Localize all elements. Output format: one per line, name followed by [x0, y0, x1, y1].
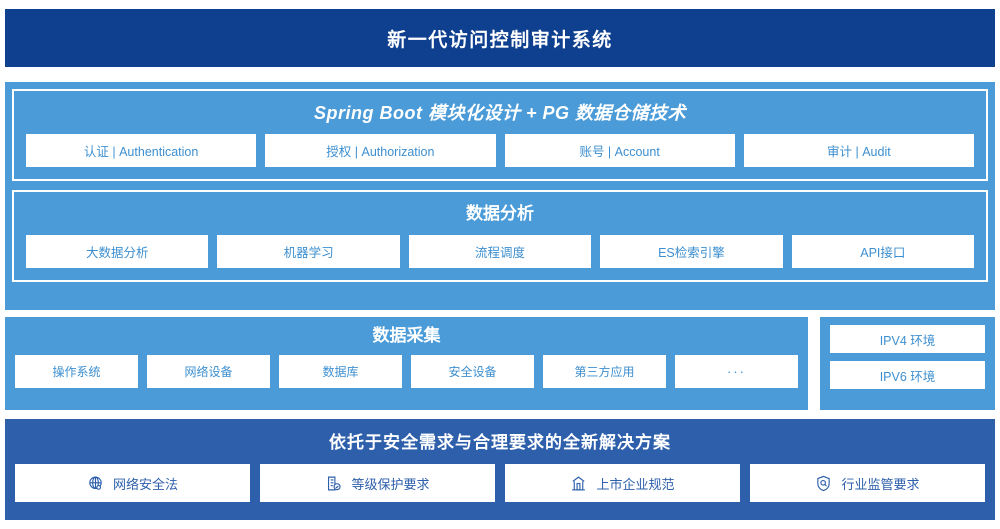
collection-card-operating-system[interactable]: 操作系统: [15, 355, 138, 388]
analysis-card-bigdata[interactable]: 大数据分析: [26, 235, 209, 268]
card-label: 第三方应用: [574, 365, 635, 379]
compliance-card-listed-enterprise[interactable]: 上市企业规范: [505, 464, 740, 502]
collection-card-security-device[interactable]: 安全设备: [411, 355, 534, 388]
collection-title: 数据采集: [372, 326, 441, 345]
analysis-card-api[interactable]: API接口: [791, 235, 975, 268]
platform-card-authorization[interactable]: 授权 | Authorization: [265, 134, 496, 167]
card-label: 行业监管要求: [841, 476, 920, 492]
collection-card-more[interactable]: ···: [675, 355, 798, 388]
card-label: 流程调度: [475, 246, 526, 260]
document-check-icon: [325, 475, 342, 492]
platform-card-authentication[interactable]: 认证 | Authentication: [26, 134, 257, 167]
card-label: 操作系统: [52, 365, 101, 379]
collection-card-network-device[interactable]: 网络设备: [147, 355, 270, 388]
compliance-card-cybersecurity-law[interactable]: 网络安全法: [15, 464, 250, 502]
card-label: 安全设备: [448, 365, 497, 379]
card-label: 大数据分析: [85, 246, 149, 260]
bank-building-icon: [570, 475, 587, 492]
page-title: 新一代访问控制审计系统: [387, 29, 613, 51]
card-label: IPV4 环境: [879, 333, 936, 348]
compliance-panel: 依托于安全需求与合理要求的全新解决方案 网络安全法: [5, 419, 995, 520]
card-label: 网络安全法: [112, 476, 178, 492]
ip-environment-panel: IPV4 环境 IPV6 环境: [820, 317, 995, 410]
shield-search-icon: [815, 475, 832, 492]
collection-card-database[interactable]: 数据库: [279, 355, 402, 388]
platform-group: Spring Boot 模块化设计 + PG 数据仓储技术 认证 | Authe…: [12, 89, 988, 181]
platform-card-account[interactable]: 账号 | Account: [504, 134, 735, 167]
card-label: 授权 | Authorization: [326, 145, 435, 159]
compliance-title: 依托于安全需求与合理要求的全新解决方案: [329, 433, 671, 452]
card-label: API接口: [860, 246, 906, 260]
analysis-card-es-search[interactable]: ES检索引擎: [600, 235, 783, 268]
platform-card-audit[interactable]: 审计 | Audit: [743, 134, 974, 167]
collection-card-third-party-app[interactable]: 第三方应用: [543, 355, 666, 388]
card-label: 等级保护要求: [351, 476, 430, 492]
ip-card-ipv6[interactable]: IPV6 环境: [830, 361, 985, 389]
page-header: 新一代访问控制审计系统: [5, 9, 995, 67]
card-label: 网络设备: [184, 365, 233, 379]
analysis-group: 数据分析 大数据分析 机器学习 流程调度 ES检索引擎 API接口: [12, 190, 988, 282]
analysis-card-process-scheduling[interactable]: 流程调度: [408, 235, 592, 268]
card-label: 上市企业规范: [596, 476, 675, 492]
card-label: ES检索引擎: [658, 246, 725, 260]
card-label: IPV6 环境: [879, 369, 936, 384]
analysis-group-title: 数据分析: [466, 204, 534, 223]
collection-row: 数据采集 操作系统 网络设备 数据库 安全设备 第三方应用 ···: [5, 317, 995, 410]
analysis-card-row: 大数据分析 机器学习 流程调度 ES检索引擎 API接口: [26, 235, 975, 268]
compliance-card-protection-grade[interactable]: 等级保护要求: [260, 464, 495, 502]
upper-architecture-panel: Spring Boot 模块化设计 + PG 数据仓储技术 认证 | Authe…: [5, 82, 995, 310]
card-label: 账号 | Account: [579, 145, 660, 159]
card-label: 机器学习: [283, 246, 334, 260]
card-label: 审计 | Audit: [827, 145, 891, 159]
ellipsis-icon: ···: [727, 364, 746, 379]
ip-card-ipv4[interactable]: IPV4 环境: [830, 325, 985, 353]
card-label: 数据库: [322, 365, 359, 379]
compliance-card-industry-regulation[interactable]: 行业监管要求: [750, 464, 985, 502]
collection-card-row: 操作系统 网络设备 数据库 安全设备 第三方应用 ···: [15, 355, 798, 388]
analysis-card-machine-learning[interactable]: 机器学习: [217, 235, 400, 268]
globe-network-icon: [87, 475, 104, 492]
data-collection-panel: 数据采集 操作系统 网络设备 数据库 安全设备 第三方应用 ···: [5, 317, 808, 410]
platform-group-title: Spring Boot 模块化设计 + PG 数据仓储技术: [313, 103, 686, 123]
card-label: 认证 | Authentication: [83, 145, 199, 159]
platform-card-row: 认证 | Authentication 授权 | Authorization 账…: [26, 134, 974, 167]
compliance-card-row: 网络安全法 等级保护要求: [15, 464, 985, 502]
